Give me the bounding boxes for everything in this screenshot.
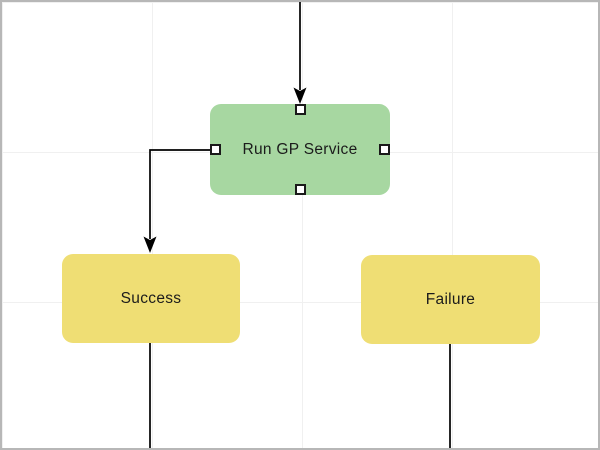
node-label: Run GP Service xyxy=(242,140,358,158)
node-failure[interactable]: Failure xyxy=(361,255,540,344)
connector-line xyxy=(149,149,210,239)
connection-handle-top[interactable] xyxy=(294,104,306,115)
node-run-gp-service[interactable]: Run GP Service xyxy=(210,104,390,195)
connection-handle-left[interactable] xyxy=(210,144,221,155)
node-label: Success xyxy=(120,289,182,307)
arrowhead-icon xyxy=(143,236,157,253)
connector-top-to-run-gp-service[interactable] xyxy=(293,0,307,104)
node-success[interactable]: Success xyxy=(62,254,240,343)
arrowhead-icon xyxy=(293,87,307,104)
connection-handle-right[interactable] xyxy=(379,144,390,155)
connection-handle-bottom[interactable] xyxy=(294,184,306,195)
connector-run-gp-service-to-success[interactable] xyxy=(143,149,211,253)
node-label: Failure xyxy=(425,290,476,308)
